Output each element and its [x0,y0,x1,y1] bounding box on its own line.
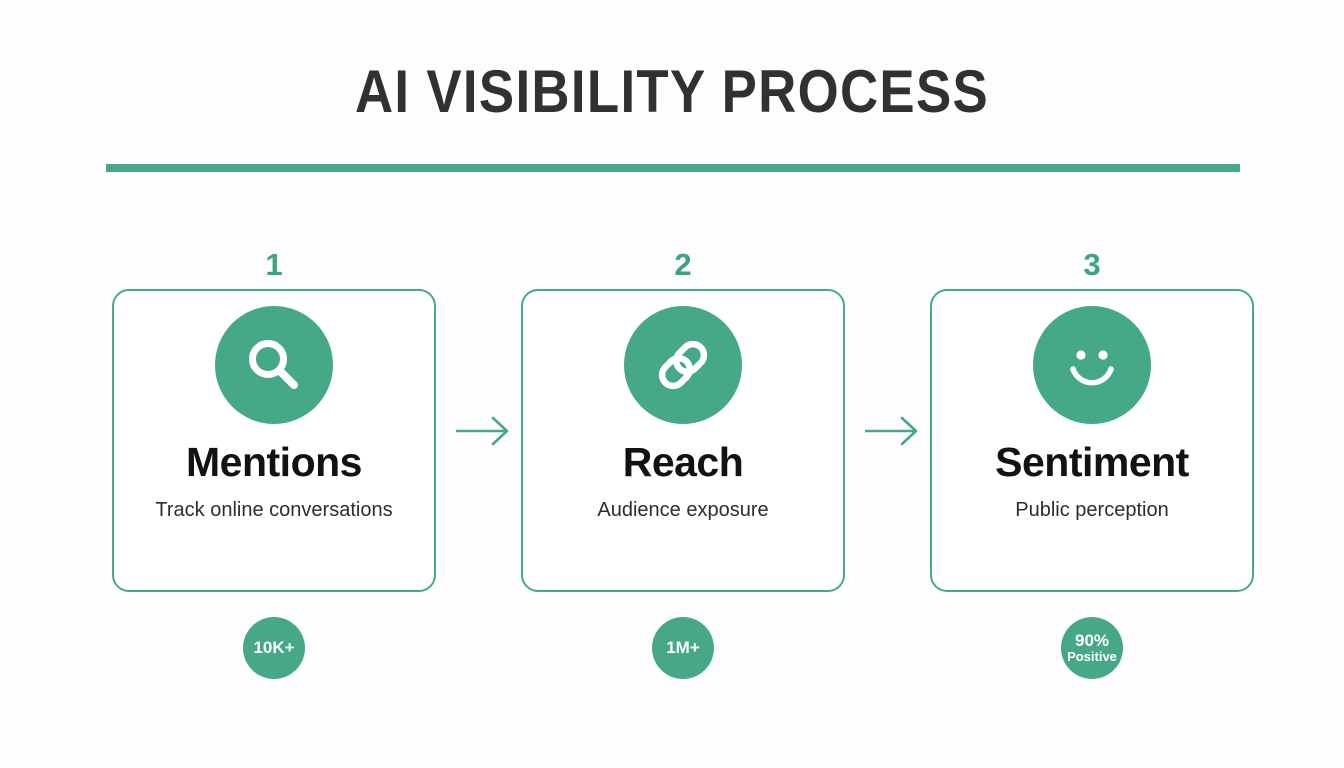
arrow-right-icon [863,413,923,449]
status-badge: 90% Positive [1061,617,1123,679]
process-step-reach[interactable]: 2 Reach Audience exposure 1M+ [521,245,845,705]
step-badge-wrap: 10K+ [112,592,436,704]
step-number: 3 [1083,247,1101,282]
step-card[interactable]: Reach Audience exposure [521,289,845,592]
status-badge: 1M+ [652,617,714,679]
step-title: Sentiment [995,439,1189,485]
badge-primary-value: 90% [1074,630,1110,650]
badge-primary-value: 1M+ [666,637,700,657]
arrow-right-icon [454,413,514,449]
process-step-mentions[interactable]: 1 Mentions Track online conversations 10… [112,245,436,705]
status-badge: 10K+ [243,617,305,679]
step-number: 1 [265,247,283,282]
process-steps-row: 1 Mentions Track online conversations 10… [112,245,1254,705]
badge-primary-value: 10K+ [253,637,295,657]
step-description: Audience exposure [597,499,769,521]
step-number: 2 [674,247,692,282]
step-title: Mentions [186,439,362,485]
title-divider-rule [106,164,1240,172]
process-step-sentiment[interactable]: 3 Sentiment Public perception 90% Positi… [930,245,1254,705]
step-description: Public perception [1015,499,1169,521]
page-title: AI VISIBILITY PROCESS [354,58,990,125]
step-card[interactable]: Sentiment Public perception [930,289,1254,592]
step-badge-wrap: 90% Positive [930,592,1254,704]
smiley-face-icon [1033,306,1151,424]
header: AI VISIBILITY PROCESS [0,60,1344,123]
search-icon [215,306,333,424]
step-description: Track online conversations [155,499,393,521]
link-icon [624,306,742,424]
step-badge-wrap: 1M+ [521,592,845,704]
badge-secondary-label: Positive [1067,649,1117,665]
step-card[interactable]: Mentions Track online conversations [112,289,436,592]
step-title: Reach [622,439,744,485]
